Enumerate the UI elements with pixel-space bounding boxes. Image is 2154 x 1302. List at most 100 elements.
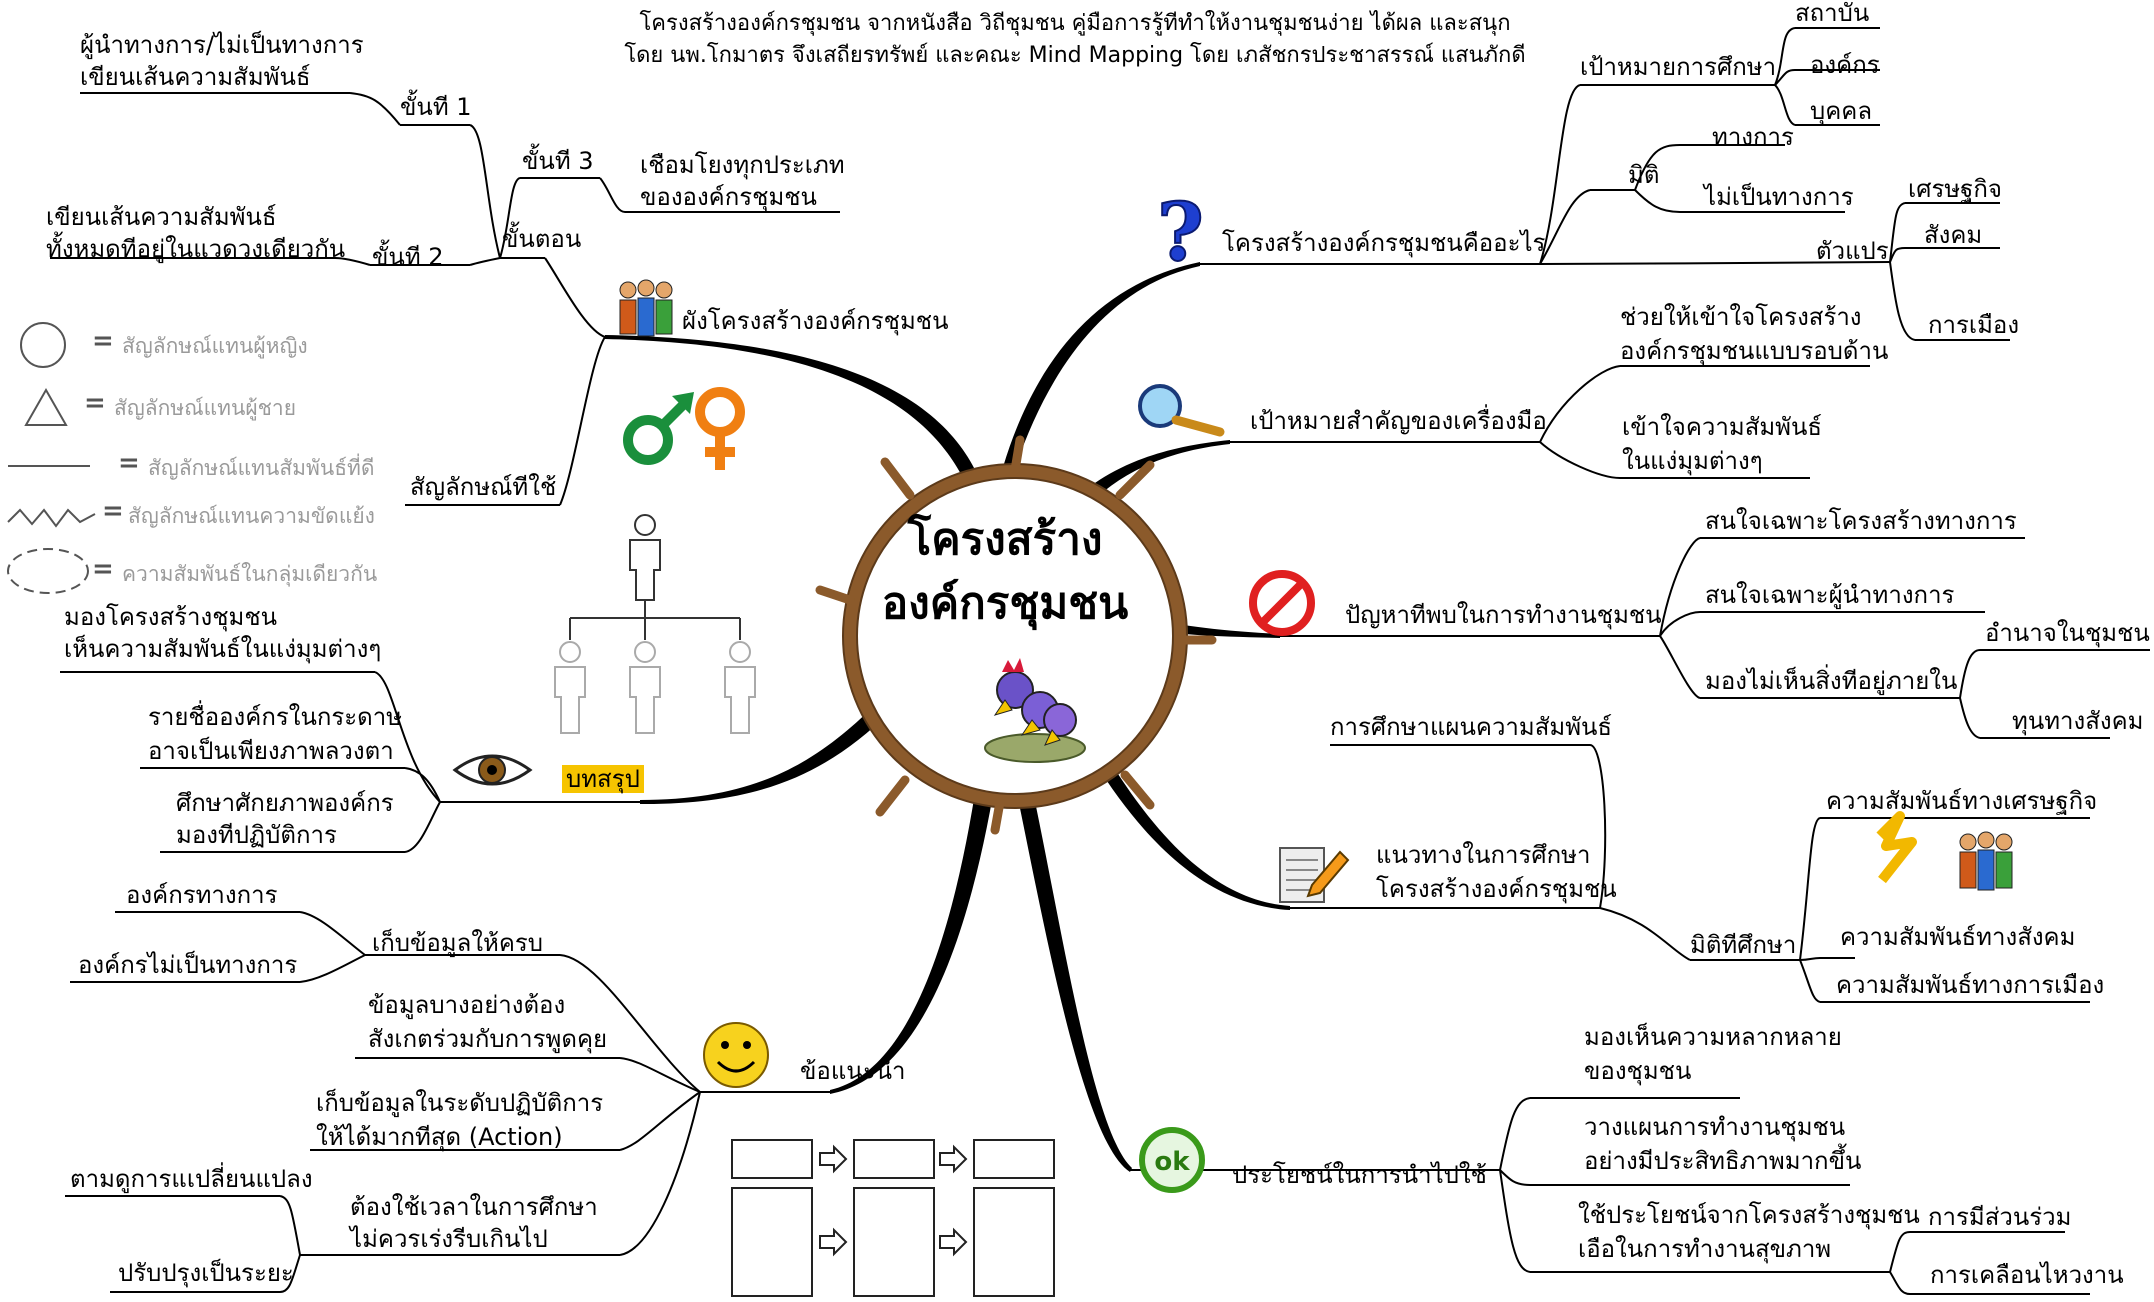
branch-summary (640, 700, 890, 805)
central-topic-line-2: องค์กรชุมชน (881, 578, 1129, 629)
topic-problems: ปัญหาทีพบในการทำงานชุมชน (1345, 601, 1662, 629)
topic-purpose: เป้าหมายสำคัญของเครื่องมือ (1250, 407, 1547, 435)
sub-branches-left (50, 92, 840, 1293)
center-ring (815, 435, 1217, 835)
header-line-1: โครงสร้างองค์กรชุมชน จากหนังสือ วิถีชุมช… (639, 11, 1511, 36)
node-advice-collect-item: องค์กรไม่เป็นทางการ (78, 951, 298, 979)
node-summary-1a: มองโครงสร้างชุมชน (64, 603, 278, 631)
node-benefit-2a: วางแผนการทำงานชุมชน (1584, 1113, 1846, 1141)
birds-nest-icon (984, 658, 1086, 763)
node-step-2: ขั้นที 2 (372, 243, 444, 271)
node-advice-time-item: ปรับปรุงเป็นระยะ (118, 1259, 294, 1287)
legend-label: สัญลักษณ์แทนความขัดแย้ง (128, 504, 375, 528)
node-step-2-b: ทั้งหมดทีอยู่ในแวดวงเดียวกัน (46, 235, 346, 263)
legend-symbols (7, 322, 96, 594)
male-symbol-icon (623, 392, 694, 465)
note-pencil-icon (1279, 847, 1350, 903)
node-guide-dim: ความสัมพันธ์ทางเศรษฐกิจ (1826, 787, 2098, 815)
topic-chart: ผังโครงสร้างองค์กรชุมชน (682, 307, 949, 335)
topic-advice: ข้อแนะนำ (800, 1057, 906, 1085)
female-symbol-icon (695, 387, 745, 470)
node-goal-item: สถาบัน (1795, 0, 1870, 27)
question-icon: ? (1156, 184, 1205, 280)
node-step-3: ขั้นที 3 (522, 147, 594, 175)
topic-guide-a: แนวทางในการศึกษา (1376, 841, 1591, 869)
node-summary-2b: อาจเป็นเพียงภาพลวงตา (148, 737, 394, 765)
central-topic: โครงสร้าง องค์กรชุมชน (855, 508, 1155, 636)
node-problem-3-sub: ทุนทางสังคม (2012, 707, 2144, 735)
node-advice-time-b: ไม่ควรเร่งรีบเกินไป (350, 1225, 548, 1253)
legend-eq: = (102, 496, 124, 526)
node-summary-3a: ศึกษาศักยภาพองค์กร (176, 789, 394, 817)
node-advice-time-a: ต้องใช้เวลาในการศึกษา (350, 1193, 598, 1221)
central-topic-line-1: โครงสร้าง (907, 514, 1103, 565)
node-steps: ขั้นตอน (502, 225, 582, 253)
legend-eq: = (118, 448, 140, 478)
node-benefit-3-sub: การเคลือนไหวงาน (1930, 1261, 2124, 1289)
node-purpose-1b: องค์กรชุมชนแบบรอบด้าน (1620, 337, 1889, 365)
magnifier-icon (1138, 384, 1225, 437)
legend-zigzag-icon (7, 508, 96, 528)
branch-benefit (1010, 755, 1132, 1172)
svg-text:ok: ok (1154, 1147, 1190, 1177)
topic-benefit: ประโยชน์ในการนำไปใช้ (1232, 1161, 1487, 1189)
legend-dashed-ellipse-icon (7, 548, 89, 594)
node-problem-3-sub: อำนาจในชุมชน (1985, 619, 2150, 647)
node-guide-dims: มิติทีศึกษา (1690, 931, 1797, 959)
node-benefit-3-sub: การมีส่วนร่วม (1928, 1203, 2072, 1231)
flowchart-icon (731, 1139, 1055, 1297)
legend-circle-icon (20, 322, 66, 368)
node-purpose-2b: ในแง่มุมต่างๆ (1622, 447, 1763, 475)
topic-symbols: สัญลักษณ์ทีใช้ (410, 473, 557, 501)
node-advice-collect-item: องค์กรทางการ (126, 881, 278, 909)
node-benefit-3b: เอือในการทำงานสุขภาพ (1578, 1235, 1832, 1263)
node-guide-dim: ความสัมพันธ์ทางสังคม (1840, 923, 2076, 951)
smiley-icon (703, 1022, 769, 1088)
no-entry-icon (1249, 570, 1315, 636)
legend-eq: = (92, 554, 114, 584)
node-problem-1: สนใจเฉพาะโครงสร้างทางการ (1705, 507, 2017, 535)
node-step-1: ขั้นที 1 (400, 93, 472, 121)
node-variables: ตัวแปร (1816, 237, 1889, 265)
node-variable-item: สังคม (1924, 221, 1983, 249)
node-advice-observe-a: ข้อมูลบางอย่างต้อง (368, 991, 566, 1019)
branch-advice (830, 760, 998, 1094)
node-advice-collect: เก็บข้อมูลให้ครบ (372, 929, 544, 957)
header: โครงสร้างองค์กรชุมชน จากหนังสือ วิถีชุมช… (560, 8, 1590, 72)
legend-label: สัญลักษณ์แทนผู้ชาย (114, 396, 297, 420)
node-advice-time-item: ตามดูการแเปลี่ยนแปลง (70, 1165, 313, 1193)
node-purpose-2a: เข้าใจความสัมพันธ์ (1622, 413, 1823, 441)
node-step-3-b: ขององค์กรชุมชน (640, 183, 817, 211)
node-benefit-1a: มองเห็นความหลากหลาย (1584, 1023, 1842, 1051)
legend-label: สัญลักษณ์แทนผู้หญิง (122, 334, 308, 358)
node-variable-item: การเมือง (1928, 311, 2020, 339)
node-guide-dim: ความสัมพันธ์ทางการเมือง (1836, 971, 2105, 999)
sub-branches-right (1130, 27, 2150, 1295)
node-problem-2: สนใจเฉพาะผู้นำทางการ (1705, 581, 1955, 609)
node-benefit-2b: อย่างมีประสิทธิภาพมากขึ้น (1584, 1147, 1862, 1175)
node-advice-observe-b: สังเกตร่วมกับการพูดคุย (368, 1025, 608, 1053)
node-advice-practice-b: ให้ได้มากทีสุด (Action) (316, 1123, 563, 1151)
node-step-2-a: เขียนเส้นความสัมพันธ์ (46, 203, 277, 231)
legend-label: สัญลักษณ์แทนสัมพันธ์ที่ดี (148, 456, 375, 480)
legend-label: ความสัมพันธ์ในกลุ่มเดียวกัน (122, 562, 378, 586)
branch-what (992, 262, 1200, 520)
people-icon-2 (1959, 831, 2013, 891)
node-step-1-a: ผู้นำทางการ/ไม่เป็นทางการ (80, 31, 364, 59)
topic-summary: บทสรุป (562, 762, 644, 797)
hierarchy-figure-icon (554, 514, 756, 734)
legend-eq: = (84, 388, 106, 418)
node-goal: เป้าหมายการศึกษา (1580, 53, 1777, 81)
node-purpose-1a: ช่วยให้เข้าใจโครงสร้าง (1620, 303, 1862, 331)
branch-problems (1118, 612, 1280, 638)
node-advice-practice-a: เก็บข้อมูลในระดับปฏิบัติการ (316, 1089, 604, 1117)
header-line-2: โดย นพ.โกมาตร จึงเสถียรทรัพย์ และคณะ Min… (624, 43, 1526, 68)
eye-icon (452, 754, 533, 786)
node-summary-3b: มองทีปฏิบัติการ (176, 821, 337, 849)
node-benefit-3a: ใช้ประโยชน์จากโครงสร้างชุมชน (1578, 1201, 1920, 1229)
topic-what: โครงสร้างองค์กรชุมชนคืออะไร (1222, 229, 1546, 257)
node-dimension: มิติ (1628, 161, 1660, 189)
node-goal-item: องค์กร (1810, 51, 1880, 79)
legend-eq: = (92, 326, 114, 356)
node-summary-1b: เห็นความสัมพันธ์ในแง่มุมต่างๆ (64, 635, 382, 663)
